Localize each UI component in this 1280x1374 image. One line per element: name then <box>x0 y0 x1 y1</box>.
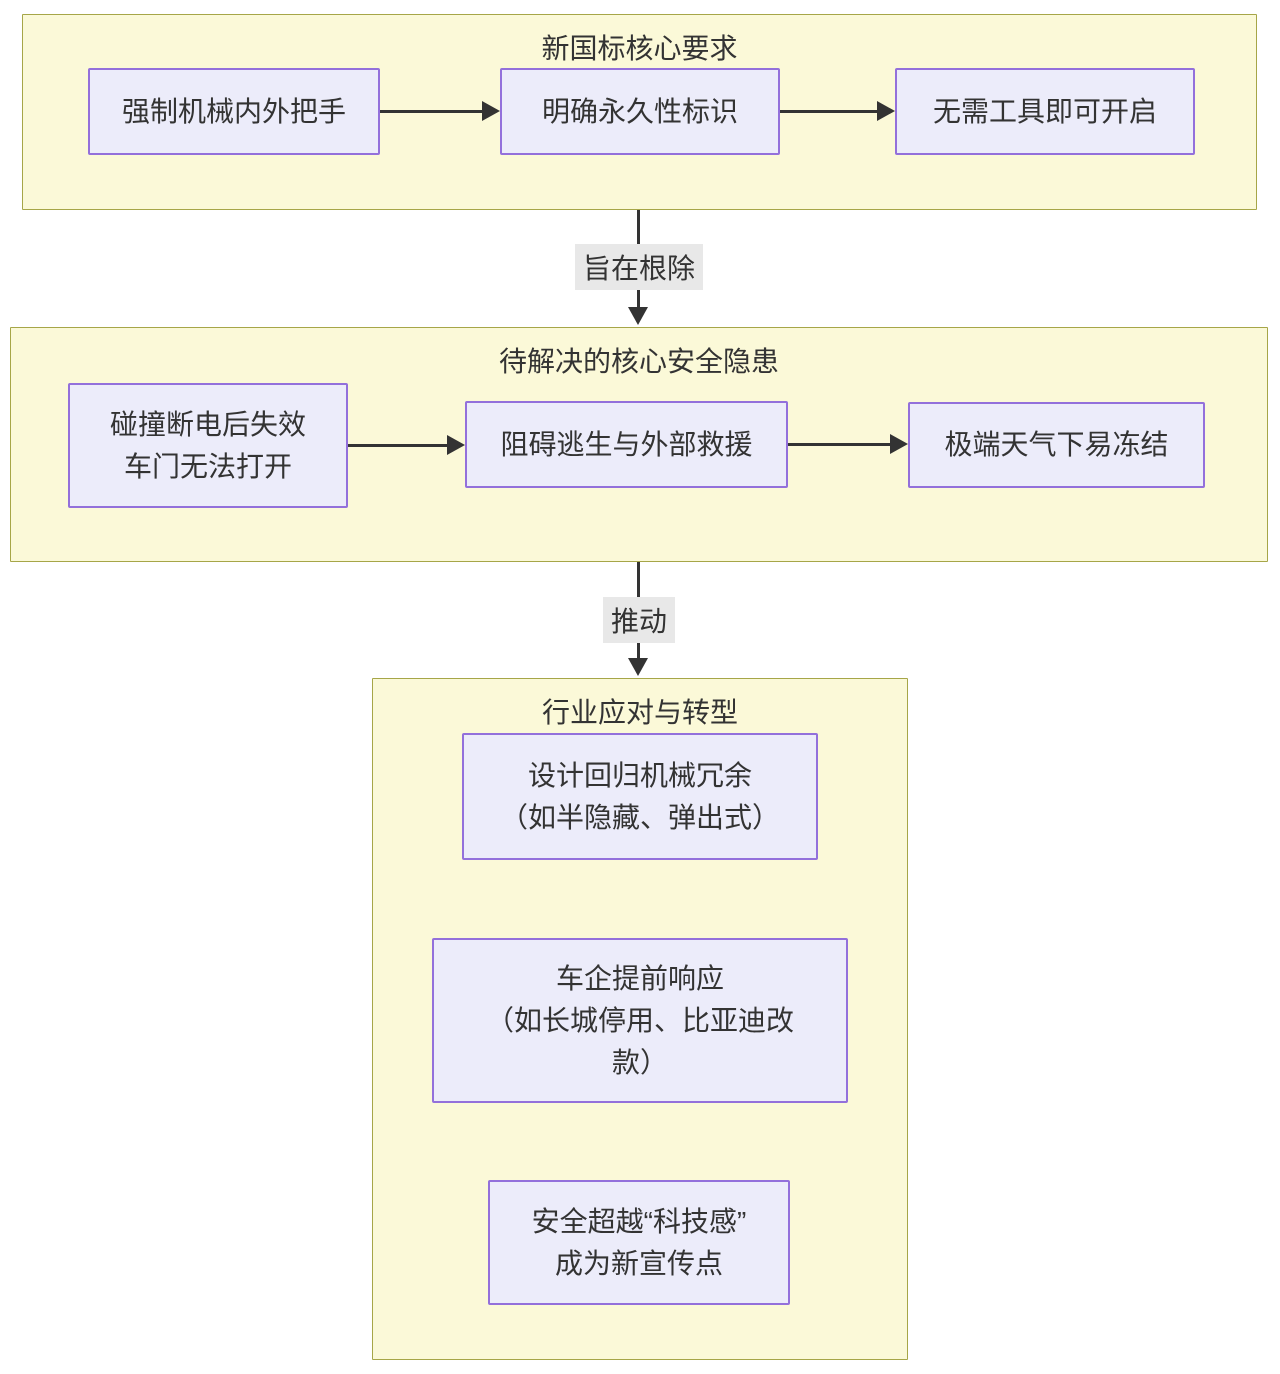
arrowhead-right-icon <box>877 101 895 121</box>
arrowhead-down-icon <box>628 307 648 325</box>
node-early-automaker-response: 车企提前响应 （如长城停用、比亚迪改 款） <box>432 938 848 1103</box>
node-text-line: 车企提前响应 <box>555 962 724 994</box>
node-text-line: 安全超越“科技感” <box>531 1205 747 1237</box>
cluster-title: 行业应对与转型 <box>541 697 738 728</box>
cluster-title: 待解决的核心安全隐患 <box>498 346 779 377</box>
node-safety-selling-point: 安全超越“科技感” 成为新宣传点 <box>488 1180 790 1305</box>
node-escape-rescue-obstruction: 阻碍逃生与外部救援 <box>465 401 788 488</box>
cluster-title: 新国标核心要求 <box>541 33 738 64</box>
node-text-line: 款） <box>611 1046 668 1078</box>
node-text-line: 设计回归机械冗余 <box>527 759 752 791</box>
arrowhead-down-icon <box>628 658 648 676</box>
arrowhead-right-icon <box>482 101 500 121</box>
node-freezing-weather: 极端天气下易冻结 <box>908 402 1205 488</box>
node-text-line: 碰撞断电后失效 <box>109 408 306 440</box>
node-open-without-tools: 无需工具即可开启 <box>895 68 1195 155</box>
node-text-line: （如长城停用、比亚迪改 <box>485 1004 794 1036</box>
connector-line <box>780 110 879 113</box>
arrowhead-right-icon <box>447 435 465 455</box>
arrowhead-right-icon <box>890 434 908 454</box>
connector-line <box>380 110 484 113</box>
node-text-line: （如半隐藏、弹出式） <box>499 801 780 833</box>
connector-line <box>348 444 447 447</box>
connector-line <box>788 443 890 446</box>
node-mechanical-handles: 强制机械内外把手 <box>88 68 380 155</box>
edge-label: 旨在根除 <box>574 244 704 290</box>
node-power-failure-doors: 碰撞断电后失效 车门无法打开 <box>68 383 348 508</box>
edge-label: 推动 <box>602 597 676 643</box>
node-text-line: 车门无法打开 <box>123 450 292 482</box>
node-mechanical-redundancy: 设计回归机械冗余 （如半隐藏、弹出式） <box>462 733 818 860</box>
node-text-line: 成为新宣传点 <box>554 1247 723 1279</box>
node-permanent-marking: 明确永久性标识 <box>500 68 780 155</box>
